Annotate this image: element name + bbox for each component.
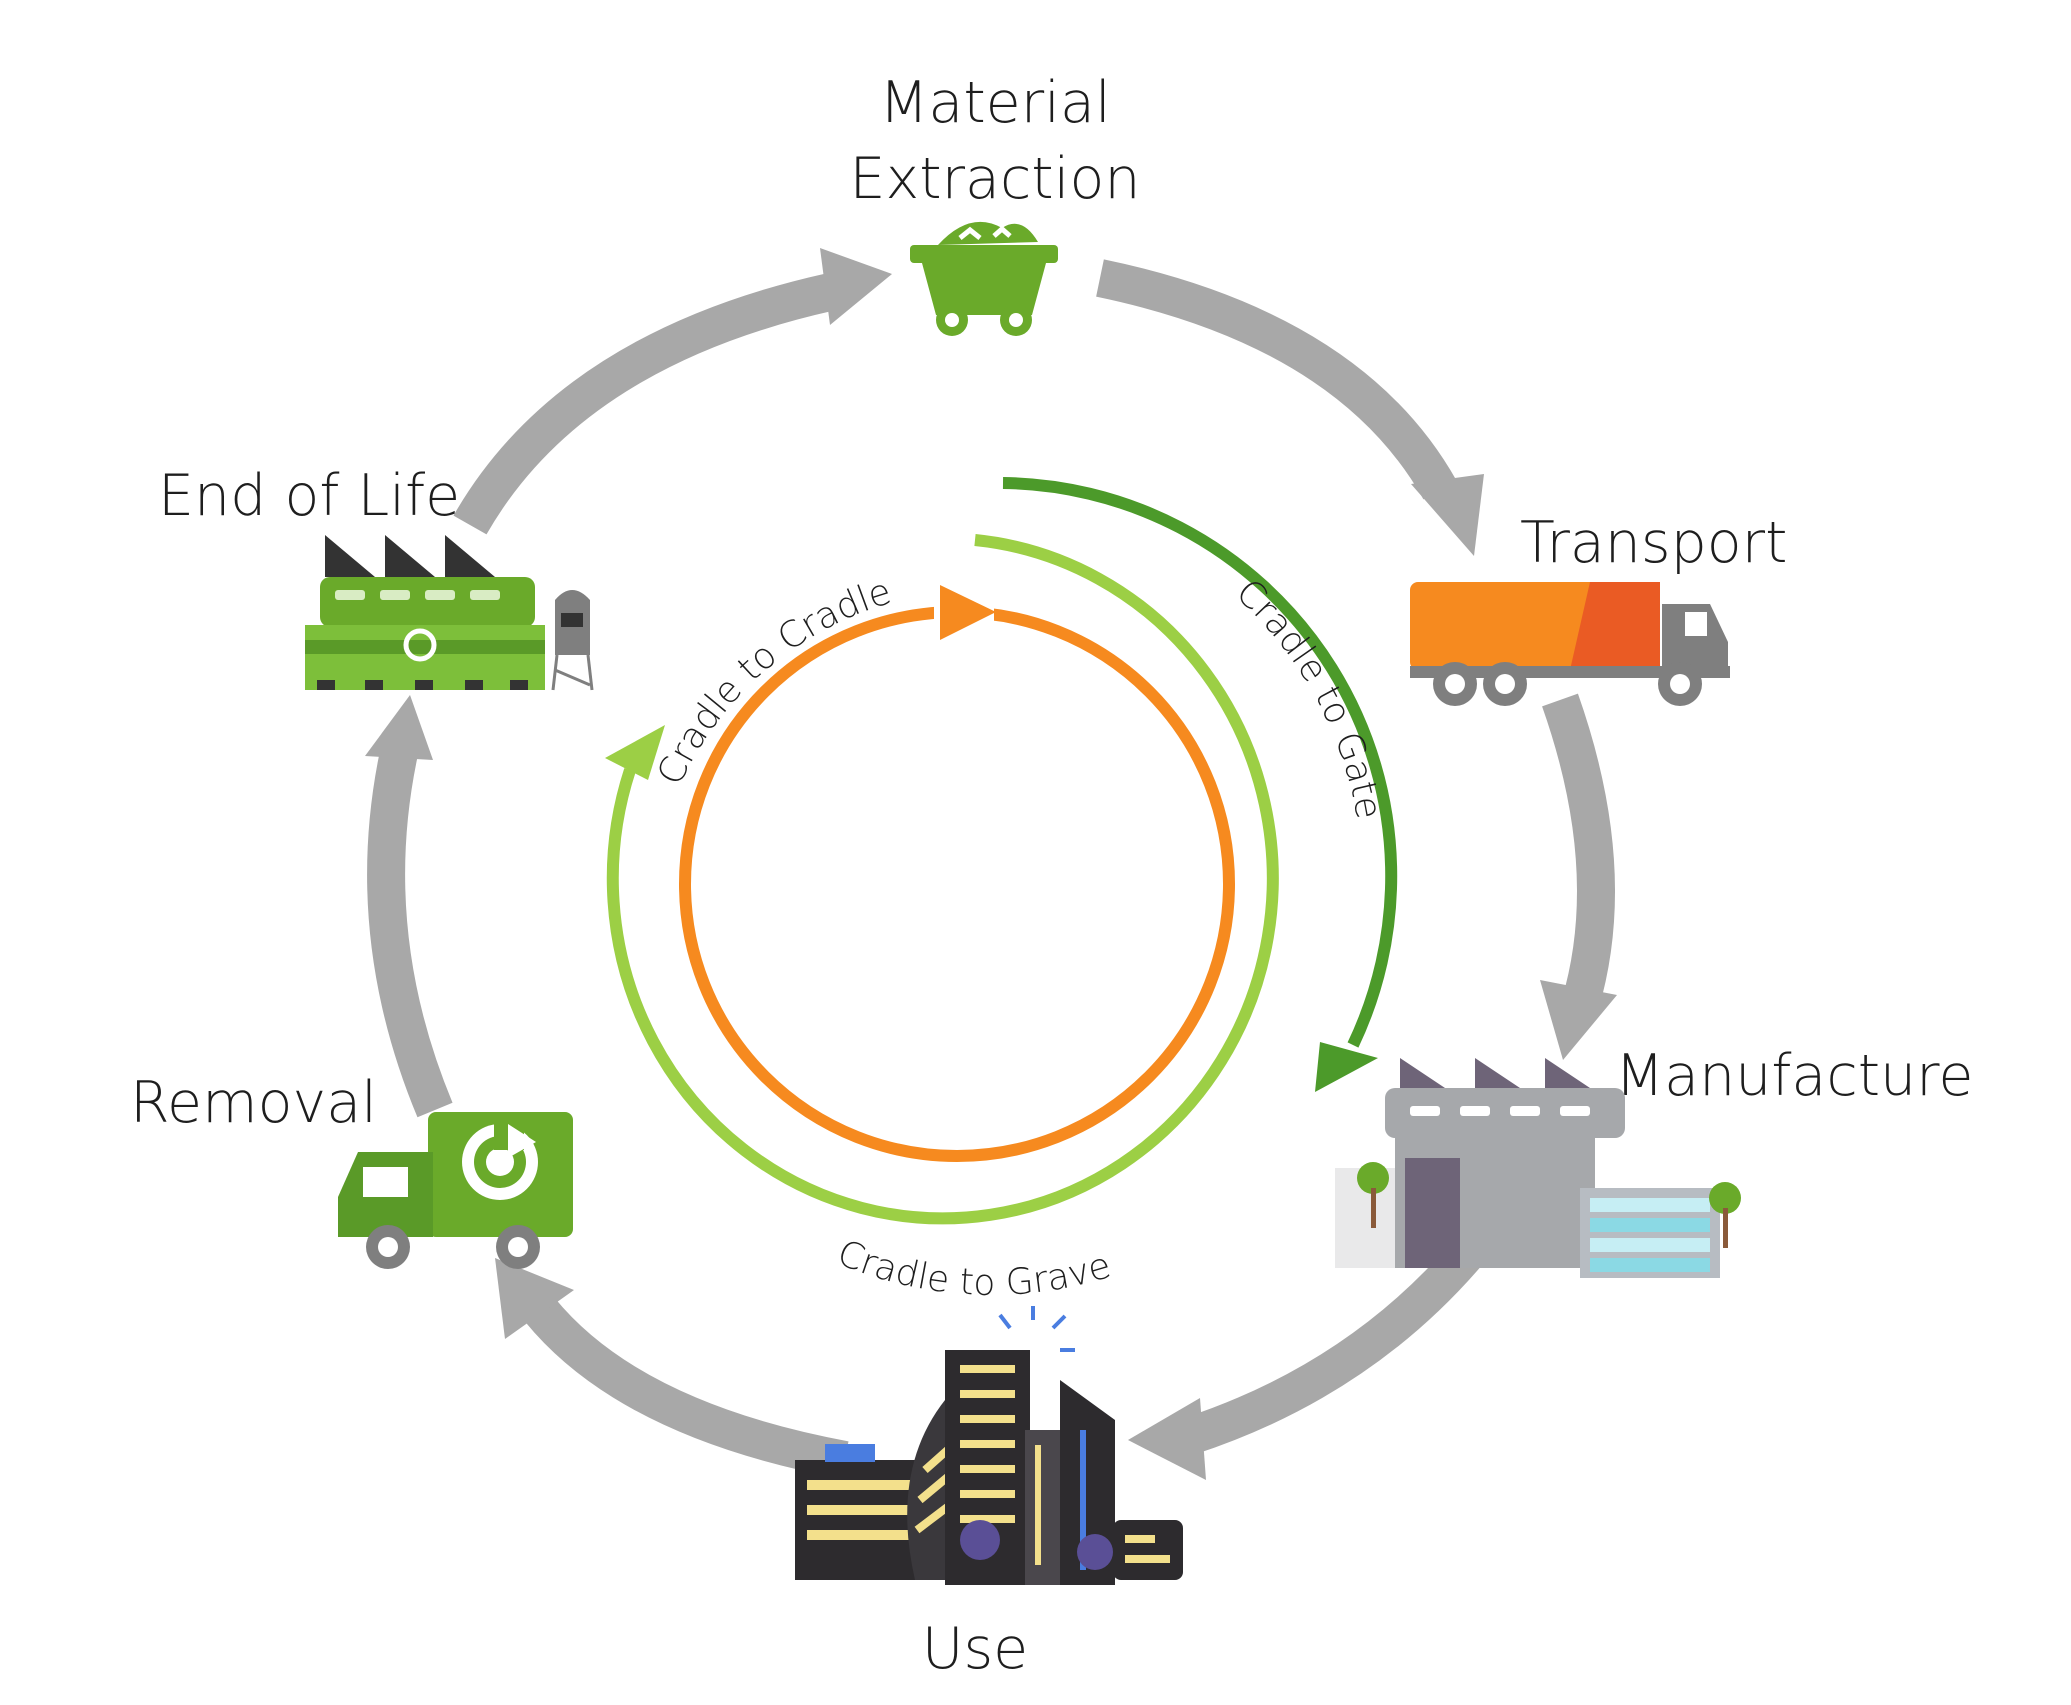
factory-icon [1335,1058,1741,1278]
stage-label-material-line1: Material [879,70,1111,136]
outer-cycle-arrows [365,248,1617,1480]
recycling-truck-icon [338,1112,573,1269]
stage-label-transport: Transport [1520,510,1787,576]
arrow-removal-to-endoflife [365,695,453,1118]
arrow-transport-to-manufacture [1540,693,1617,1060]
delivery-truck-icon [1410,582,1730,706]
stage-label-endoflife: End of Life [158,463,460,529]
stage-label-material-line2: Extraction [850,146,1141,212]
cradle-to-gate-arc [1002,477,1398,1092]
stage-label-removal: Removal [130,1070,377,1136]
city-buildings-icon [795,1306,1183,1585]
cradle-to-cradle-arc [679,585,1235,1162]
stage-label-manufacture: Manufacture [1615,1043,1973,1109]
cradle-to-grave-arc [605,534,1279,1225]
arrow-use-to-removal [495,1258,849,1479]
cradle-to-grave-label: Cradle to Grave [832,1232,1116,1304]
arrow-endoflife-to-extraction [453,248,892,535]
arrow-manufacture-to-use [1128,1237,1485,1480]
mine-cart-icon [910,221,1058,336]
recycling-plant-icon [305,535,594,691]
cradle-to-gate-label: Cradle to Gate [1228,572,1389,823]
arrow-extraction-to-transport [1096,259,1484,556]
stage-label-use: Use [922,1616,1029,1682]
